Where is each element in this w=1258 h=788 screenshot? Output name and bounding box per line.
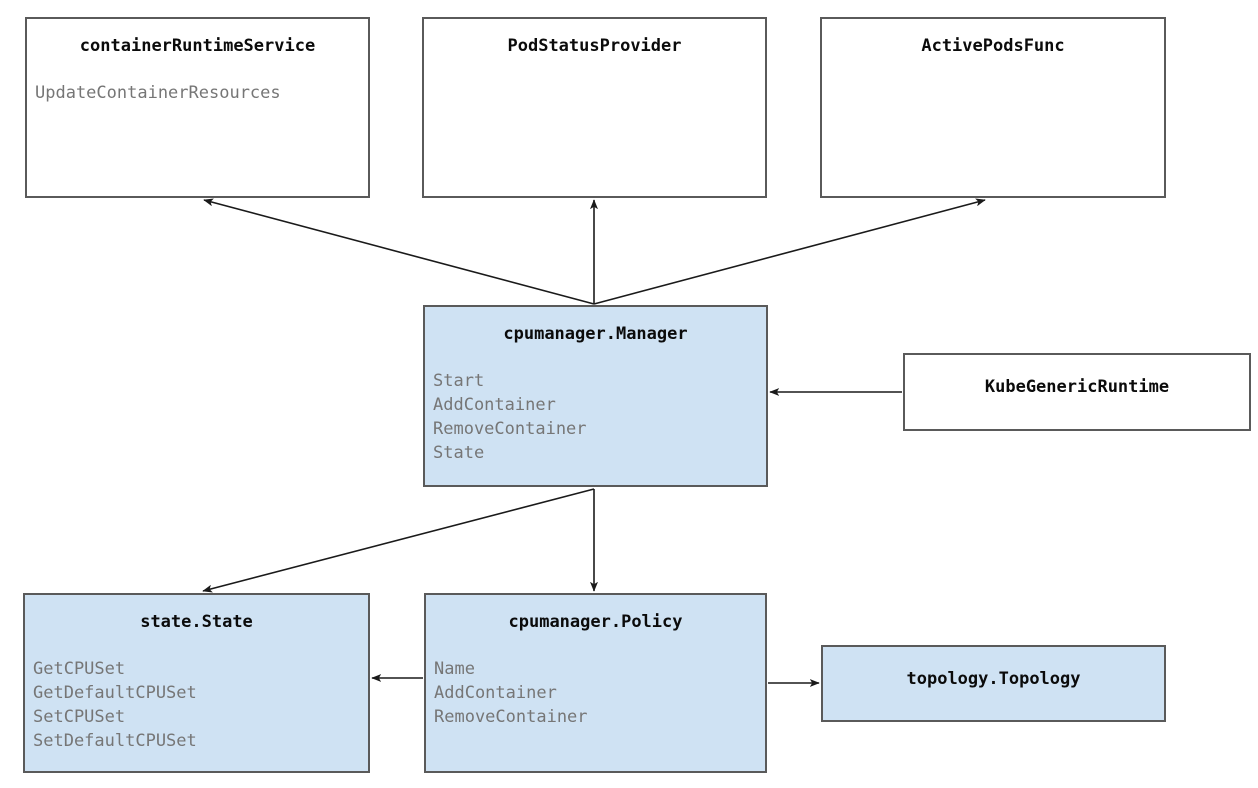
- class-node-title: cpumanager.Manager: [503, 324, 688, 344]
- class-node-podStatusProvider[interactable]: PodStatusProvider: [422, 17, 767, 198]
- edge-manager-to-stateState: [202, 488, 595, 593]
- class-node-title: ActivePodsFunc: [921, 36, 1065, 56]
- class-node-title: state.State: [140, 612, 253, 632]
- class-node-kubeGenericRuntime[interactable]: KubeGenericRuntime: [903, 353, 1251, 431]
- class-node-members: GetCPUSet GetDefaultCPUSet SetCPUSet Set…: [33, 659, 197, 751]
- class-node-topologyTopology[interactable]: topology.Topology: [821, 645, 1166, 722]
- edge-manager-to-activePodsFunc: [593, 198, 986, 305]
- class-node-members: UpdateContainerResources: [35, 83, 281, 103]
- class-node-title: containerRuntimeService: [79, 36, 316, 56]
- class-node-title: KubeGenericRuntime: [984, 377, 1170, 397]
- edge-manager-to-containerRuntimeService: [203, 198, 595, 305]
- class-node-title: topology.Topology: [906, 669, 1081, 689]
- class-node-members: Name AddContainer RemoveContainer: [434, 659, 588, 727]
- class-node-title: cpumanager.Policy: [508, 612, 683, 632]
- class-node-activePodsFunc[interactable]: ActivePodsFunc: [820, 17, 1166, 198]
- class-node-members: Start AddContainer RemoveContainer State: [433, 371, 587, 463]
- class-node-title: PodStatusProvider: [507, 36, 682, 56]
